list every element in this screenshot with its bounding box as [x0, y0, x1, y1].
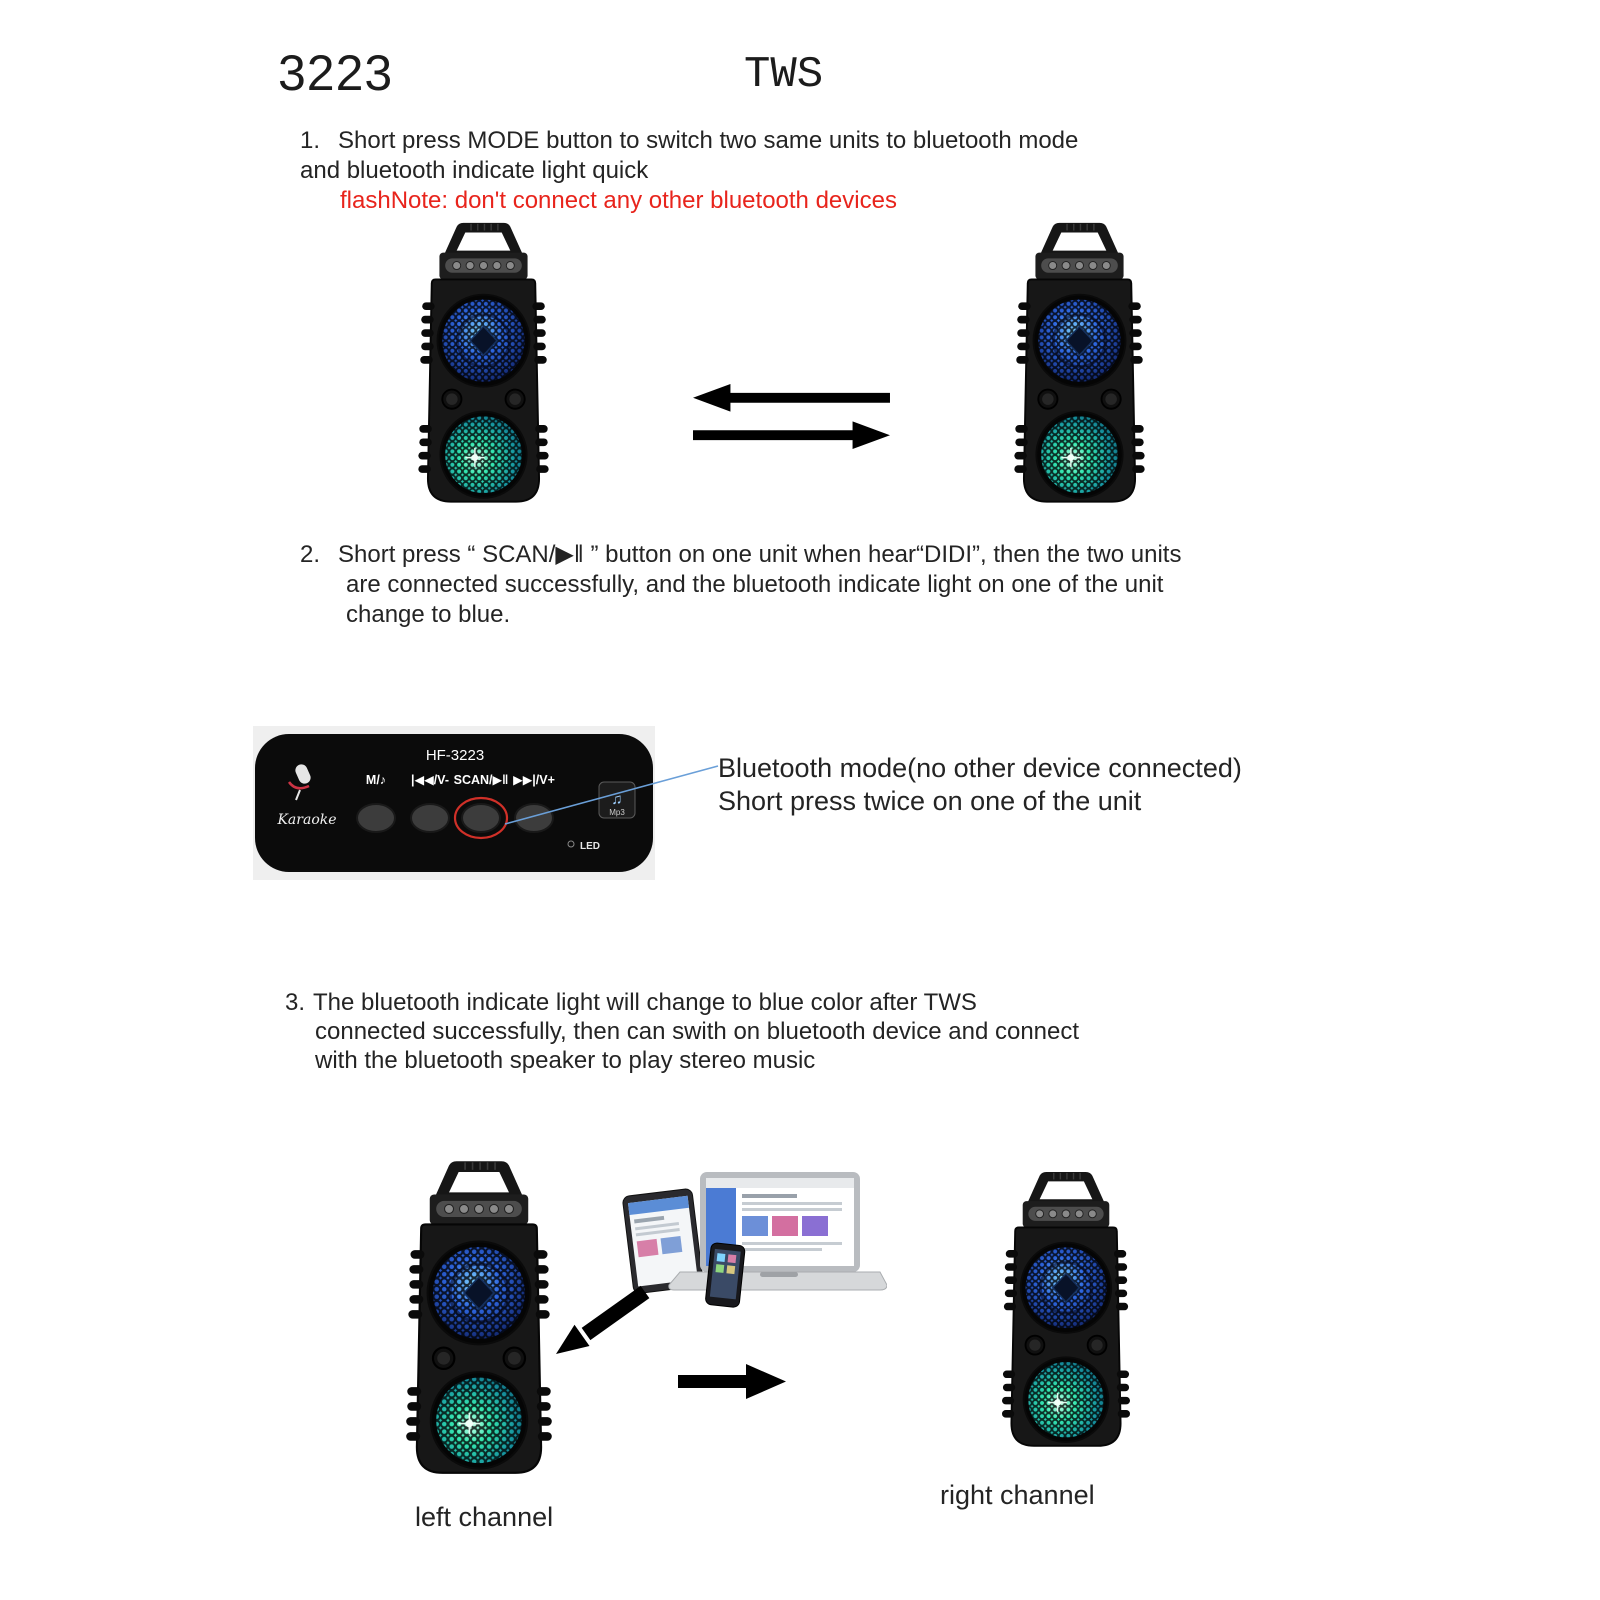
- speaker-illustration-bottom-left: [388, 1158, 570, 1490]
- scan-button-highlight-circle: [453, 796, 509, 840]
- laptop-icon: [668, 1172, 887, 1291]
- panel-body: [255, 734, 653, 872]
- mp3-label: Mp3: [609, 808, 625, 817]
- left-channel-label: left channel: [415, 1502, 554, 1532]
- step-3-text-3: with the bluetooth speaker to play stere…: [315, 1047, 816, 1074]
- phone-icon: [705, 1242, 746, 1308]
- svg-text:♫: ♫: [611, 791, 622, 808]
- tablet-icon: [622, 1188, 704, 1294]
- step-1-number: 1.: [300, 127, 321, 154]
- right-channel-label: right channel: [940, 1480, 1095, 1510]
- step-2-number: 2.: [300, 541, 321, 568]
- step-3: 3. The bluetooth indicate light will chan…: [285, 988, 1285, 1075]
- devices-illustration: [622, 1172, 887, 1308]
- panel-annotation-line-1: Bluetooth mode(no other device connected…: [718, 753, 1242, 783]
- arrow-left-icon: [693, 384, 890, 412]
- step-2-text-3: change to blue.: [346, 601, 511, 628]
- step-3-line-1: 3. The bluetooth indicate light will chan…: [285, 988, 1285, 1017]
- led-label: LED: [580, 841, 600, 852]
- sync-arrows-icon: [693, 384, 890, 449]
- speaker-illustration-top-left: [416, 220, 551, 504]
- karaoke-brand-text: Karaoke: [276, 812, 336, 828]
- step-2-text-1: Short press “ SCAN/▶‖ ” button on one un…: [338, 541, 1182, 568]
- mode-button[interactable]: [356, 803, 396, 833]
- button-label-prev-volume-down: |◀◀/V-: [411, 773, 449, 787]
- prev-button[interactable]: [410, 803, 450, 833]
- panel-annotation: Bluetooth mode(no other device connected…: [718, 752, 1242, 818]
- step-2-text-2: are connected successfully, and the blue…: [346, 571, 1164, 598]
- arrow-down-left-icon: [556, 1285, 650, 1354]
- annotation-pointer-line: [504, 765, 719, 825]
- step-2: 2. Short press “ SCAN/▶‖ ” button on one …: [300, 540, 1320, 630]
- page-title: TWS: [744, 50, 824, 100]
- model-number: 3223: [278, 45, 394, 101]
- step-3-number: 3.: [285, 989, 306, 1016]
- step-2-line-1: 2. Short press “ SCAN/▶‖ ” button on one …: [300, 540, 1320, 570]
- led-indicator: [567, 840, 575, 848]
- arrow-right-bottom-icon: [678, 1364, 786, 1399]
- panel-model-text: HF-3223: [426, 747, 484, 764]
- button-label-mode: M/♪: [366, 773, 386, 787]
- button-label-scan-play: SCAN/▶‖: [454, 773, 509, 787]
- step-1: 1. Short press MODE button to switch two …: [300, 126, 1260, 216]
- panel-annotation-line-2: Short press twice on one of the unit: [718, 786, 1142, 816]
- speaker-illustration-top-right: [1012, 220, 1147, 504]
- arrow-right-icon: [693, 421, 890, 449]
- step-1-text-2: and bluetooth indicate light quick: [300, 157, 649, 184]
- next-button[interactable]: [514, 803, 554, 833]
- step-3-text-2: connected successfully, then can swith o…: [315, 1018, 1080, 1045]
- step-1-line-1: 1. Short press MODE button to switch two …: [300, 126, 1260, 156]
- scan-button[interactable]: [461, 803, 501, 833]
- karaoke-mic-icon: [287, 764, 311, 801]
- step-3-text-1: The bluetooth indicate light will change…: [313, 989, 977, 1016]
- step-1-warning-note: flashNote: don't connect any other bluet…: [340, 187, 897, 214]
- button-label-next-volume-up: ▶▶|/V+: [513, 773, 555, 787]
- control-panel-photo: Karaoke HF-3223 M/♪ |◀◀/V- SCAN/▶‖ ▶▶|/V…: [253, 726, 655, 880]
- step-1-text-1: Short press MODE button to switch two sa…: [338, 127, 1079, 154]
- speaker-illustration-bottom-right: [1000, 1170, 1132, 1448]
